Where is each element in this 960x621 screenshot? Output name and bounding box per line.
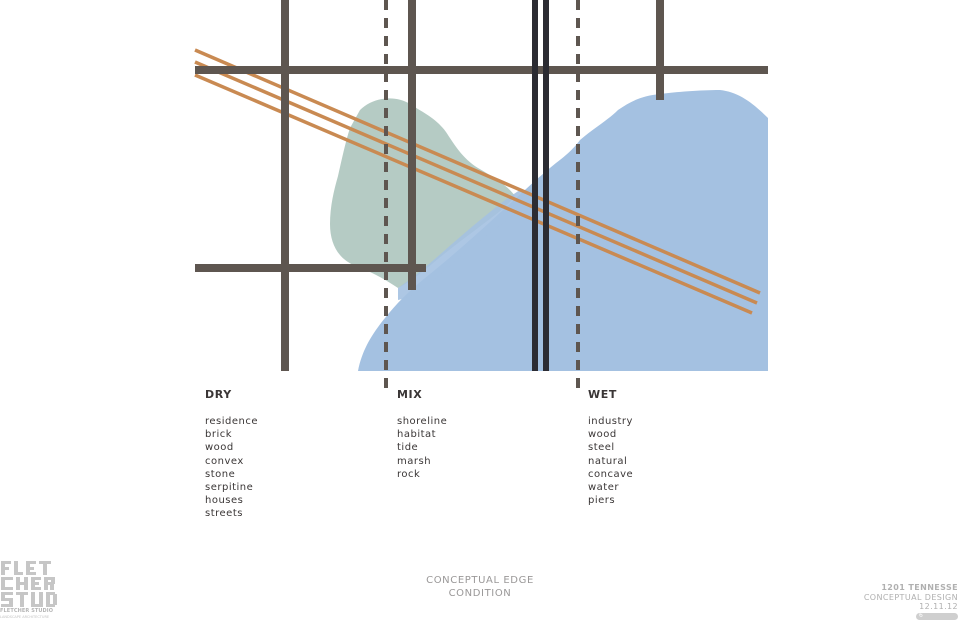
list-item: streets: [205, 508, 243, 520]
column-list-dry: residence brick wood convex stone serpit…: [205, 415, 355, 521]
rail-line-left: [532, 0, 538, 371]
list-item: natural: [588, 455, 628, 467]
column-mix: MIX shoreline habitat tide marsh rock: [397, 388, 547, 481]
sheet-title: CONCEPTUAL EDGE CONDITION: [380, 574, 580, 600]
fletcher-studio-logo: [1, 561, 57, 607]
list-item: steel: [588, 442, 615, 454]
edge-condition-diagram: [194, 0, 768, 392]
column-list-wet: industry wood steel natural concave wate…: [588, 415, 738, 507]
page-number-badge: 6: [916, 612, 958, 620]
sheet-title-line-2: CONDITION: [448, 588, 512, 599]
rail-line-right: [543, 0, 549, 371]
logo-subtitle: LANDSCAPE ARCHITECTURE: [0, 615, 50, 619]
horizontal-bar-lower: [195, 264, 426, 272]
list-item: shoreline: [397, 416, 448, 427]
list-item: marsh: [397, 455, 432, 467]
column-dry: DRY residence brick wood convex stone se…: [205, 388, 355, 521]
list-item: brick: [205, 429, 233, 441]
list-item: convex: [205, 455, 244, 467]
project-info: 1201 TENNESSE CONCEPTUAL DESIGN 12.11.12: [818, 583, 958, 612]
column-wet: WET industry wood steel natural concave …: [588, 388, 738, 507]
mix-marsh-zone: [330, 98, 515, 289]
vertical-bar-left: [281, 0, 289, 371]
list-item: industry: [588, 416, 633, 427]
column-heading-mix: MIX: [397, 388, 423, 401]
project-date: 12.11.12: [919, 602, 958, 611]
project-title: 1201 TENNESSE: [881, 583, 958, 592]
list-item: residence: [205, 416, 259, 427]
vertical-bar-center: [408, 0, 416, 290]
list-item: houses: [205, 495, 244, 507]
column-heading-dry: DRY: [205, 388, 232, 401]
column-heading-wet: WET: [588, 388, 617, 401]
list-item: wood: [588, 429, 617, 441]
project-phase: CONCEPTUAL DESIGN: [863, 592, 958, 602]
column-list-mix: shoreline habitat tide marsh rock: [397, 415, 547, 481]
list-item: serpitine: [205, 481, 254, 493]
list-item: habitat: [397, 429, 437, 441]
list-item: stone: [205, 468, 236, 480]
list-item: water: [588, 481, 619, 493]
list-item: concave: [588, 468, 634, 480]
page-number: 6: [919, 612, 923, 619]
list-item: piers: [588, 495, 616, 507]
list-item: tide: [397, 442, 419, 454]
diagonal-line-1: [194, 48, 761, 295]
list-item: rock: [397, 468, 421, 480]
list-item: wood: [205, 442, 234, 454]
sheet-title-line-1: CONCEPTUAL EDGE: [426, 575, 534, 586]
logo-name: FLETCHER STUDIO: [0, 608, 54, 614]
horizontal-bar-top: [195, 66, 768, 74]
overlap-edge: [398, 190, 535, 300]
vertical-bar-right-stub: [656, 0, 664, 100]
